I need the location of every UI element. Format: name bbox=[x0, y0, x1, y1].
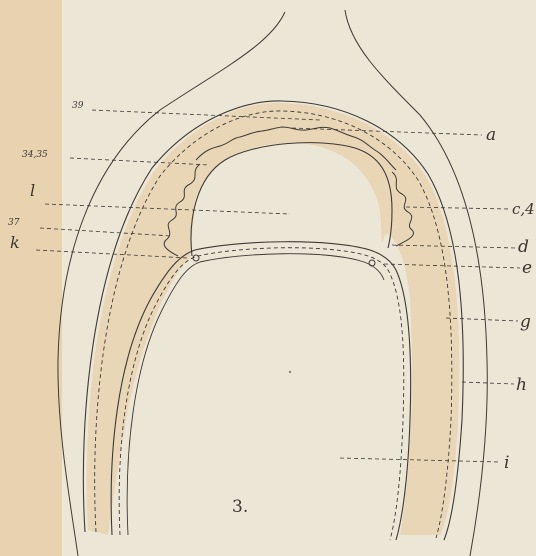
figure-number: 3. bbox=[232, 497, 248, 517]
label-k: k bbox=[10, 233, 20, 252]
label-d: d bbox=[518, 237, 529, 257]
label-g: g bbox=[520, 312, 531, 332]
label-a: a bbox=[486, 125, 496, 145]
label-e: e bbox=[522, 258, 532, 278]
label-37: 37 bbox=[8, 218, 20, 228]
label-l: l bbox=[30, 181, 35, 200]
left-edge-tint bbox=[0, 0, 62, 556]
label-c4: c,4 bbox=[512, 200, 535, 218]
label-i: i bbox=[504, 453, 509, 473]
label-39: 39 bbox=[72, 101, 84, 111]
label-h: h bbox=[516, 375, 527, 395]
speck-mark bbox=[289, 371, 291, 373]
label-34-35: 34,35 bbox=[22, 150, 48, 160]
